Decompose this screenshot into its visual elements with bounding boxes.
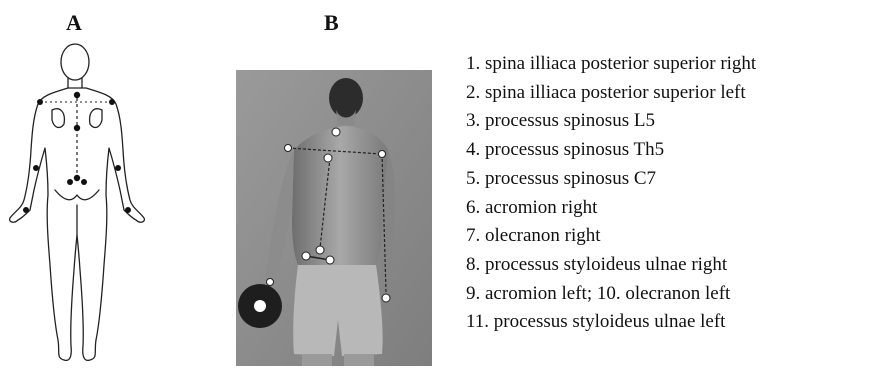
marker-ulna-right bbox=[125, 207, 131, 213]
legend-item: 1. spina illiaca posterior superior righ… bbox=[466, 50, 756, 79]
marker-acromion-left bbox=[37, 99, 43, 105]
subject-torso bbox=[292, 126, 388, 265]
marker-b-l5 bbox=[316, 246, 324, 254]
legend-item: 9. acromion left; 10. olecranon left bbox=[466, 280, 756, 309]
legend-item: 4. processus spinosus Th5 bbox=[466, 136, 756, 165]
legend-item: 8. processus styloideus ulnae right bbox=[466, 251, 756, 280]
subject-head bbox=[329, 78, 363, 118]
left-scapula bbox=[52, 109, 64, 128]
marker-b-c7 bbox=[332, 128, 340, 136]
marker-l5 bbox=[74, 175, 80, 181]
marker-olecranon-left bbox=[33, 165, 39, 171]
legend-item: 2. spina illiaca posterior superior left bbox=[466, 79, 756, 108]
marker-psis-right bbox=[81, 179, 87, 185]
legend-item: 6. acromion right bbox=[466, 194, 756, 223]
subject-photo-figure bbox=[236, 70, 432, 366]
marker-b-ulna-left bbox=[382, 294, 390, 302]
marker-acromion-right bbox=[109, 99, 115, 105]
landmark-legend: 1. spina illiaca posterior superior righ… bbox=[466, 50, 756, 337]
marker-b-th5 bbox=[324, 154, 332, 162]
panel-label-a: A bbox=[66, 10, 82, 36]
legend-item: 11. processus styloideus ulnae left bbox=[466, 308, 756, 337]
legend-item: 5. processus spinosus C7 bbox=[466, 165, 756, 194]
marker-ulna-left bbox=[23, 207, 29, 213]
body-outline-figure bbox=[0, 40, 170, 372]
head-outline bbox=[61, 44, 89, 80]
marker-olecranon-right bbox=[115, 165, 121, 171]
marker-b-ulna-right bbox=[267, 279, 274, 286]
marker-b-acromion-right bbox=[285, 145, 292, 152]
marker-th5 bbox=[74, 125, 80, 131]
marker-psis-left bbox=[67, 179, 73, 185]
panel-label-b: B bbox=[324, 10, 339, 36]
marker-b-psis-left bbox=[326, 256, 334, 264]
marker-b-psis-right bbox=[302, 252, 310, 260]
gluteal-line bbox=[55, 190, 99, 200]
marker-b-acromion-left bbox=[379, 151, 386, 158]
right-scapula bbox=[90, 109, 102, 128]
marker-c7 bbox=[74, 92, 80, 98]
legend-item: 3. processus spinosus L5 bbox=[466, 107, 756, 136]
legend-item: 7. olecranon right bbox=[466, 222, 756, 251]
